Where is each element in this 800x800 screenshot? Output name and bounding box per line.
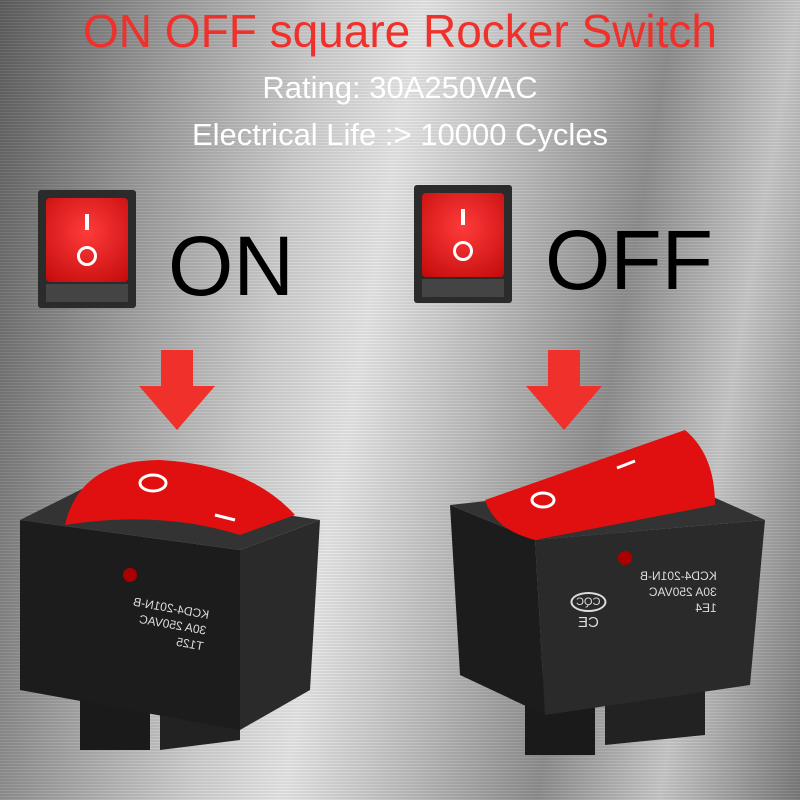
arrow-down-icon [526, 350, 602, 430]
rocker-switch-off-photo [450, 430, 765, 755]
title: ON OFF square Rocker Switch [83, 5, 717, 57]
arrow-down-icon [139, 350, 215, 430]
on-label: ON [168, 219, 294, 313]
on-switch-thumbnail [38, 190, 136, 308]
off-switch-thumbnail [414, 185, 512, 303]
ce-mark: CE [578, 614, 599, 631]
rocker-switch-on-photo [20, 460, 320, 750]
life-text: Electrical Life :> 10000 Cycles [191, 117, 609, 152]
cqc-logo: CQC [570, 592, 607, 612]
rating-text: Rating: 30A250VAC [262, 70, 538, 105]
off-label: OFF [545, 213, 713, 307]
